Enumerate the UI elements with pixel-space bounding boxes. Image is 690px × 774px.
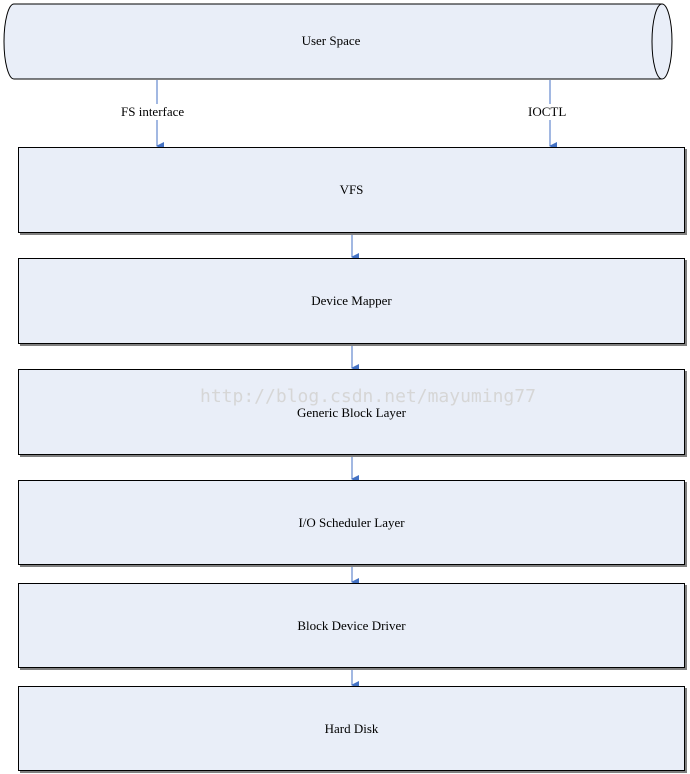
vfs-label: VFS [339, 182, 364, 197]
vfs-box: VFS [18, 147, 685, 233]
hard-disk-box: Hard Disk [18, 686, 685, 771]
fs-interface-label: FS interface [120, 104, 186, 120]
user-space-label: User Space [301, 33, 361, 48]
ioctl-label: IOCTL [527, 104, 568, 120]
io-scheduler-layer-label: I/O Scheduler Layer [298, 514, 405, 530]
block-device-driver-box: Block Device Driver [18, 583, 685, 668]
generic-block-layer-label: Generic Block Layer [296, 405, 406, 420]
device-mapper-box: Device Mapper [18, 258, 685, 344]
generic-block-layer-box: Generic Block Layer [18, 369, 685, 455]
io-scheduler-layer-box: I/O Scheduler Layer [18, 480, 685, 565]
device-mapper-label: Device Mapper [311, 293, 392, 308]
hard-disk-label: Hard Disk [324, 720, 379, 736]
block-device-driver-label: Block Device Driver [297, 617, 406, 633]
user-space-cylinder [3, 3, 673, 80]
